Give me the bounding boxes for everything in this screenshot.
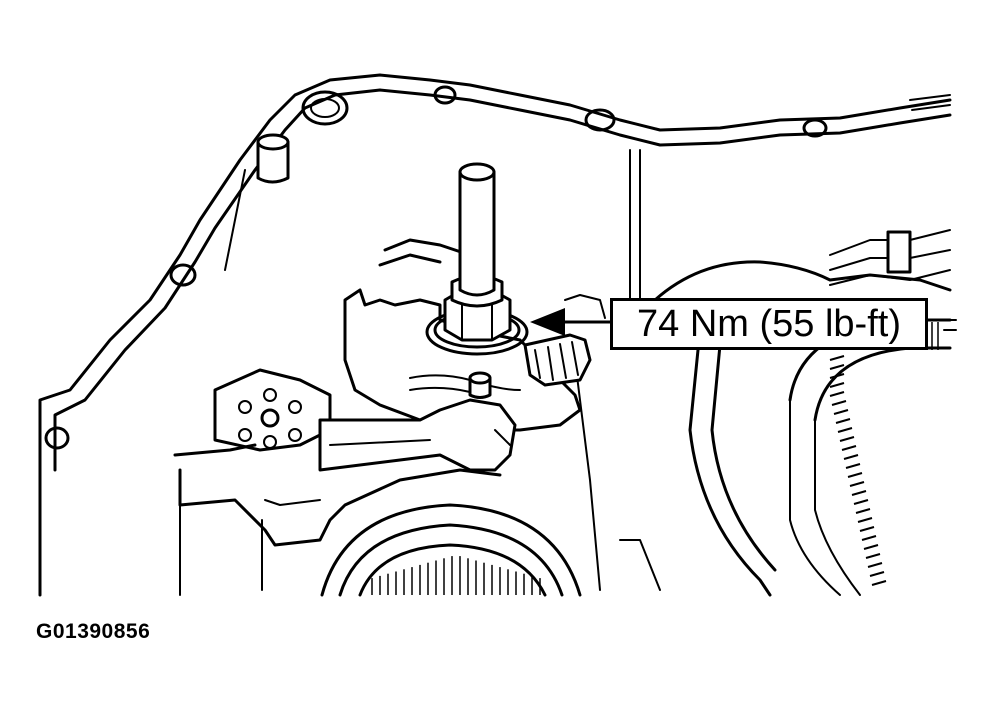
lower-drum xyxy=(320,503,582,597)
drum-spline-tooth xyxy=(849,481,865,487)
flange-bolt-holes xyxy=(44,85,828,450)
drum-spline-tooth xyxy=(829,382,845,388)
drum-spline-tooth xyxy=(829,355,845,361)
drum-spline-tooth xyxy=(829,391,845,397)
parking-rod xyxy=(318,398,517,472)
case-flange-outline xyxy=(38,73,952,597)
figure-identifier: G01390856 xyxy=(36,620,151,643)
drum-spline-tooth xyxy=(859,526,875,532)
drum-spline-tooth xyxy=(861,535,877,541)
drum-spline-tooth xyxy=(841,445,857,451)
drum-splines xyxy=(829,322,939,586)
dowel-pin xyxy=(256,133,290,184)
torque-callout: 74 Nm (55 lb-ft) xyxy=(610,298,928,350)
drum-spline-tooth xyxy=(855,508,871,514)
drum-spline-tooth xyxy=(829,364,845,370)
lower-drum-splines xyxy=(371,556,541,595)
drum-spline-tooth xyxy=(851,490,867,496)
callout-arrow xyxy=(530,308,614,336)
drum-spline-tooth xyxy=(867,562,883,568)
drum-spline-tooth xyxy=(843,454,859,460)
six-hole-bolt-pattern xyxy=(238,388,302,449)
detent-spring xyxy=(523,294,606,387)
case-inner-walls xyxy=(224,149,661,591)
drum-spline-tooth xyxy=(839,436,855,442)
drum-spline-tooth xyxy=(865,553,881,559)
drum-spline-tooth xyxy=(837,427,853,433)
callout-edge-mark xyxy=(943,319,957,331)
drum-spline-tooth xyxy=(829,373,845,379)
drum-spline-tooth xyxy=(833,409,849,415)
drum-spline-tooth xyxy=(853,499,869,505)
drum-spline-tooth xyxy=(835,418,851,424)
drum-spline-tooth xyxy=(845,463,861,469)
socket-extension-shaft xyxy=(458,162,496,297)
drum-spline-tooth xyxy=(831,400,847,406)
drum-spline-tooth xyxy=(863,544,879,550)
drum-spline-tooth xyxy=(857,517,873,523)
torque-value-label: 74 Nm (55 lb-ft) xyxy=(637,302,901,345)
drum-spline-tooth xyxy=(847,472,863,478)
drum-spline-tooth xyxy=(869,571,885,577)
drum-spline-tooth xyxy=(871,580,887,586)
